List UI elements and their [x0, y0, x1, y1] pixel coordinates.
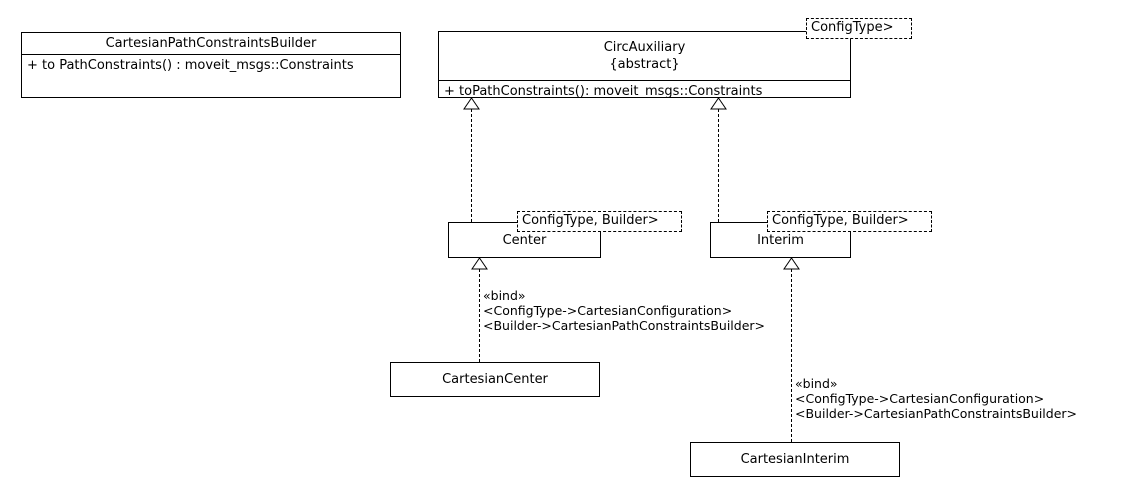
bind-annotation-interim: «bind» <ConfigType->CartesianConfigurati…	[795, 376, 1077, 421]
template-parameter-text: ConfigType>	[811, 20, 894, 35]
template-parameters-circ-auxiliary: ConfigType>	[806, 18, 912, 39]
bind-arrowhead-interim	[783, 257, 800, 270]
class-abstract-marker: {abstract}	[609, 57, 680, 72]
bind-builder: <Builder->CartesianPathConstraintsBuilde…	[795, 406, 1078, 421]
operation-item: + to PathConstraints() : moveit_msgs::Co…	[27, 58, 354, 73]
bind-stereotype: «bind»	[795, 376, 838, 391]
class-name-compartment: CircAuxiliary {abstract}	[439, 32, 850, 80]
class-cartesian-path-constraints-builder[interactable]: CartesianPathConstraintsBuilder + to Pat…	[21, 32, 401, 98]
bind-arrowhead-center	[471, 257, 488, 270]
realization-arrowhead-interim	[710, 97, 727, 110]
bind-builder: <Builder->CartesianPathConstraintsBuilde…	[483, 318, 766, 333]
template-parameter-text: ConfigType, Builder>	[772, 213, 909, 228]
class-cartesian-interim[interactable]: CartesianInterim	[690, 442, 900, 477]
bind-annotation-center: «bind» <ConfigType->CartesianConfigurati…	[483, 288, 765, 333]
class-title: CartesianCenter	[442, 372, 548, 387]
bind-config-type: <ConfigType->CartesianConfiguration>	[795, 391, 1045, 406]
class-operations-compartment: + to PathConstraints() : moveit_msgs::Co…	[22, 54, 400, 98]
bind-config-type: <ConfigType->CartesianConfiguration>	[483, 303, 733, 318]
class-title: Center	[502, 232, 547, 248]
class-title: Interim	[757, 232, 804, 248]
class-cartesian-center[interactable]: CartesianCenter	[390, 362, 600, 397]
realization-arrowhead-center	[463, 97, 480, 110]
connector-cartesiancenter-to-center	[479, 269, 480, 362]
class-name-compartment: Interim	[711, 223, 850, 257]
class-name-compartment: CartesianPathConstraintsBuilder	[22, 33, 400, 54]
connector-center-to-circauxiliary	[471, 109, 472, 222]
class-operations-compartment: + toPathConstraints(): moveit_msgs::Cons…	[439, 80, 850, 99]
bind-stereotype: «bind»	[483, 288, 526, 303]
class-title: CircAuxiliary	[603, 40, 686, 55]
class-name-compartment: CartesianInterim	[691, 443, 899, 476]
connector-cartesianinterim-to-interim	[791, 269, 792, 442]
connector-interim-to-circauxiliary	[718, 109, 719, 222]
class-title: CartesianPathConstraintsBuilder	[105, 36, 317, 51]
class-name-compartment: CartesianCenter	[391, 363, 599, 396]
class-circ-auxiliary[interactable]: CircAuxiliary {abstract} + toPathConstra…	[438, 31, 851, 99]
class-name-compartment: Center	[449, 223, 600, 257]
class-title: CartesianInterim	[740, 452, 850, 467]
template-parameter-text: ConfigType, Builder>	[522, 213, 659, 228]
template-parameters-center: ConfigType, Builder>	[517, 211, 682, 232]
operation-item: + toPathConstraints(): moveit_msgs::Cons…	[444, 84, 763, 99]
template-parameters-interim: ConfigType, Builder>	[767, 211, 932, 232]
